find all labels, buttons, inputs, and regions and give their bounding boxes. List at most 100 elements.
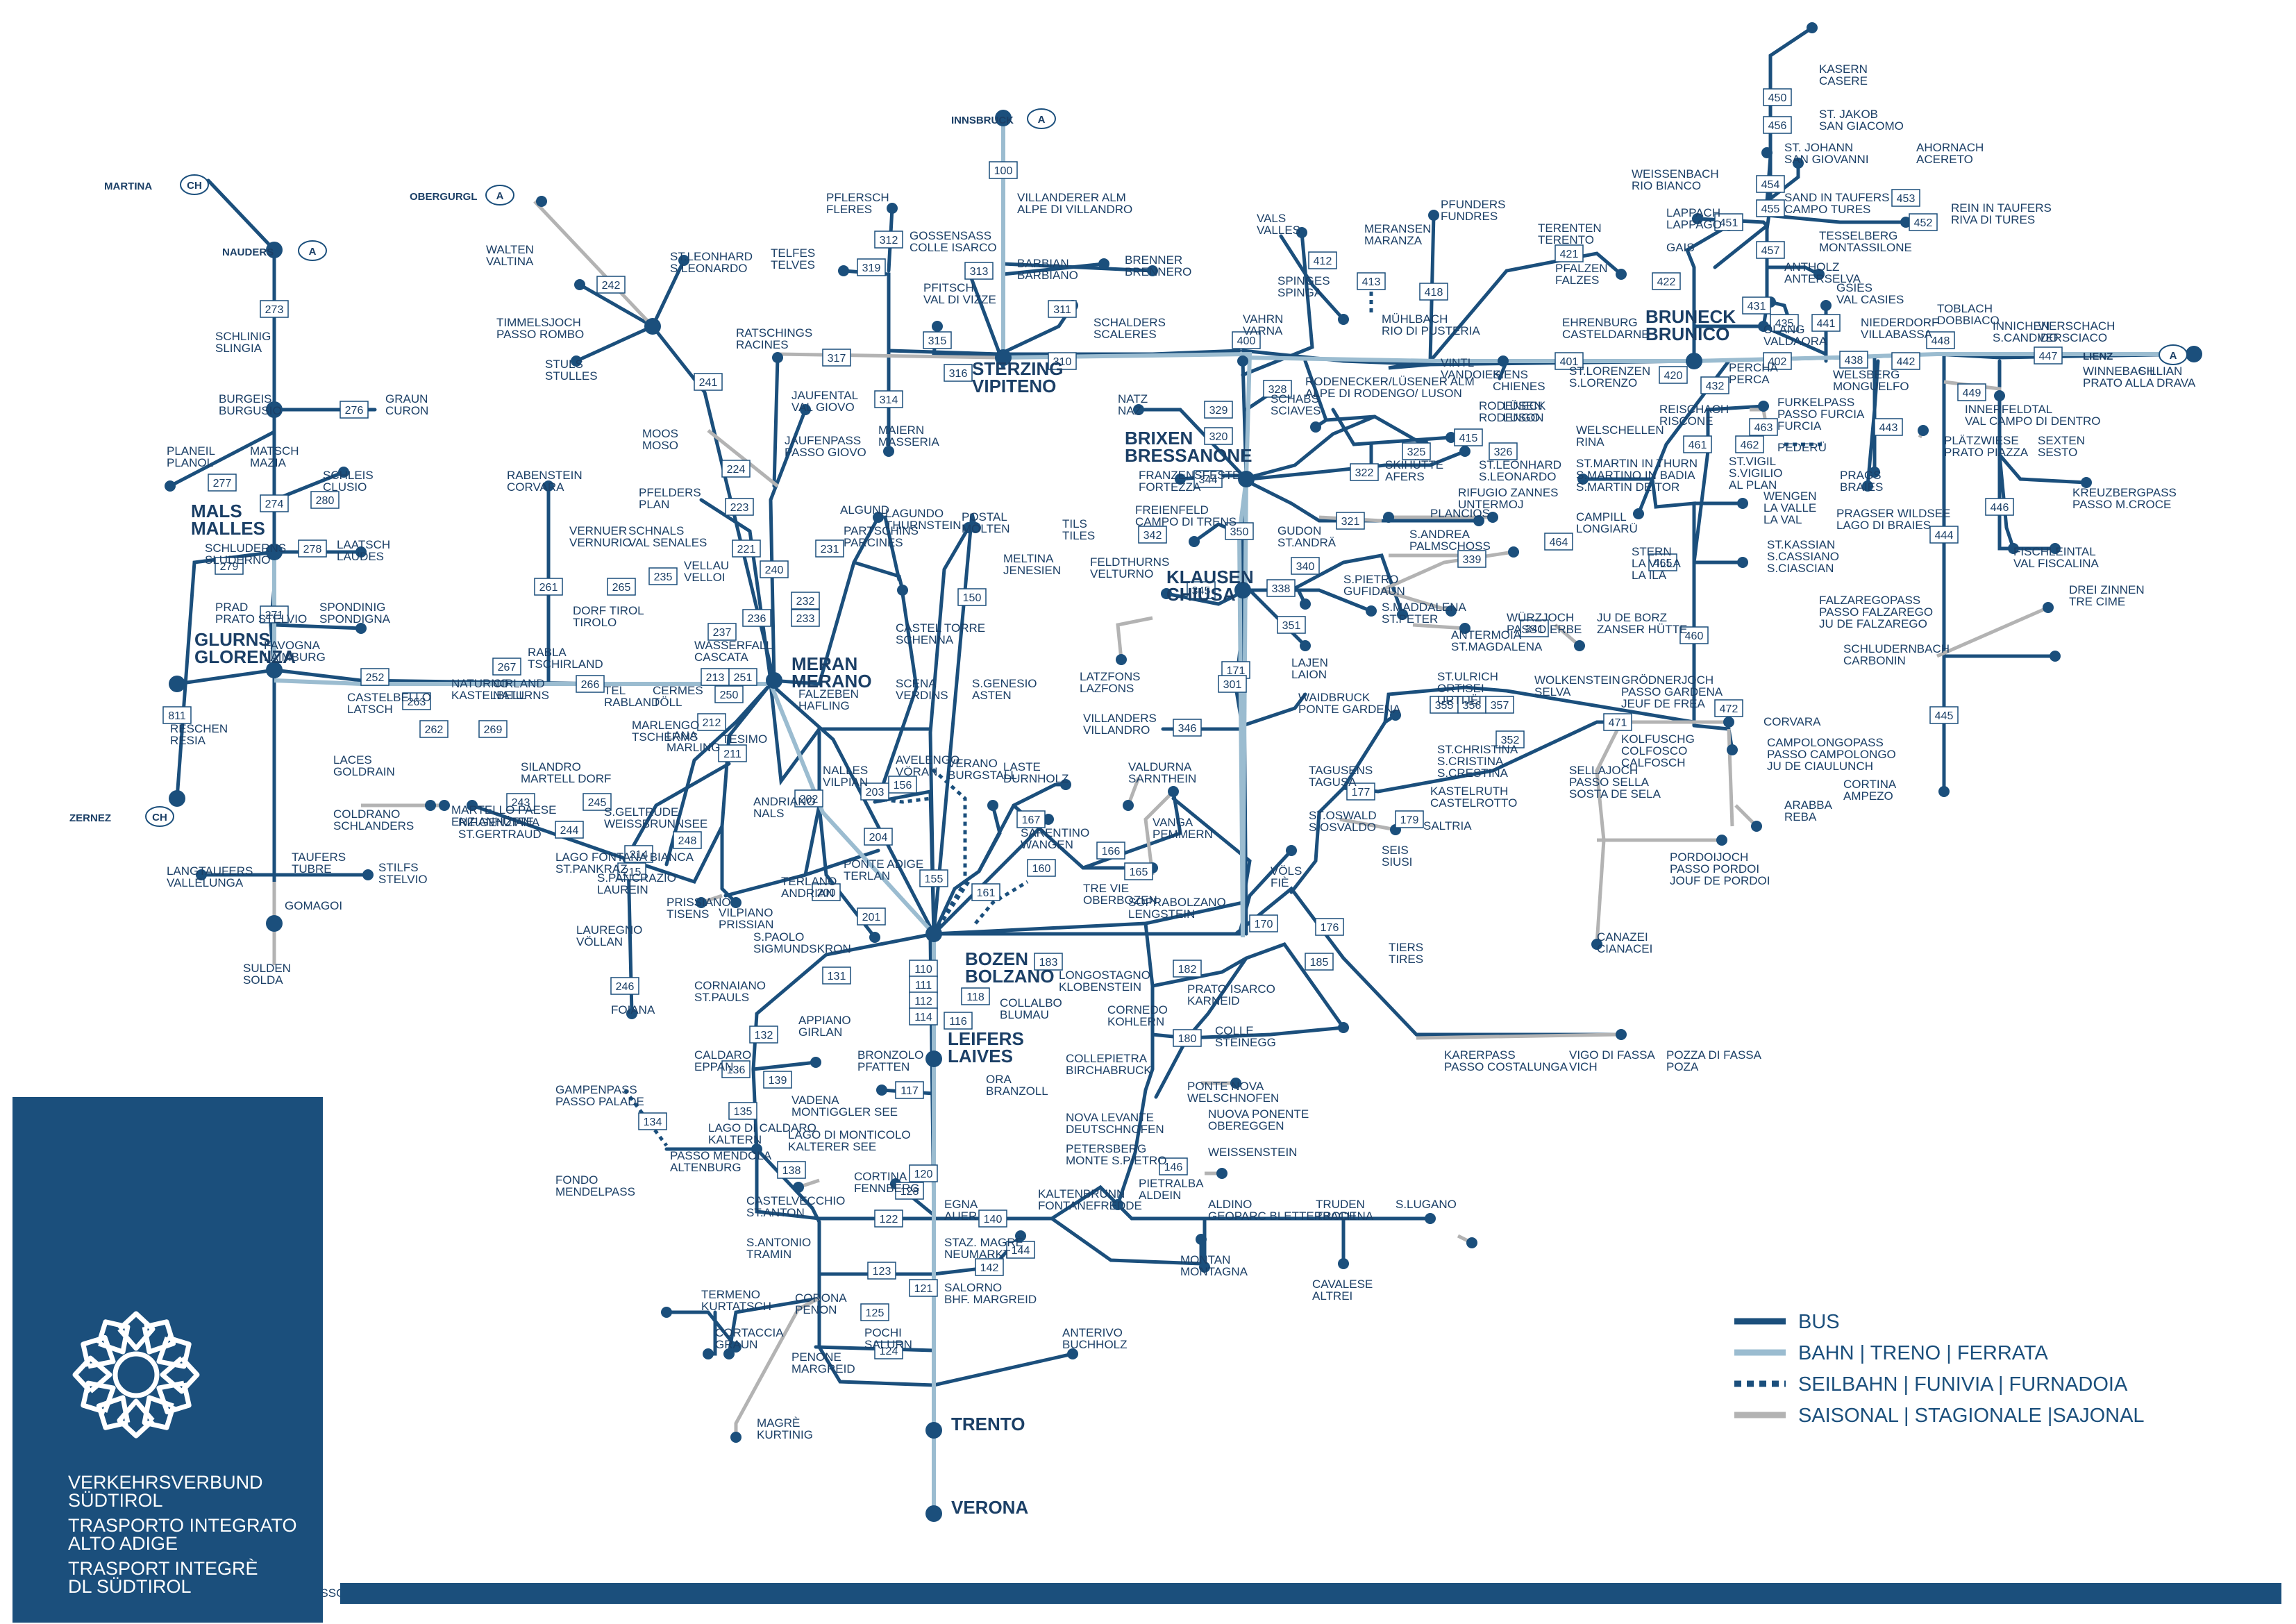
route-box: 462: [1735, 435, 1764, 453]
svg-text:438: 438: [1845, 355, 1863, 367]
place-label: GUDON: [1277, 524, 1321, 537]
place-label: ST.CHRISTINA: [1437, 743, 1518, 756]
svg-text:232: 232: [796, 596, 815, 608]
route-box: 132: [749, 1026, 778, 1044]
place-label: S.VIGILIO: [1729, 467, 1782, 480]
route-box: 443: [1874, 418, 1903, 436]
place-label: RODENECKER/LÜSENER ALM: [1305, 375, 1475, 388]
svg-text:183: 183: [1039, 957, 1058, 969]
stop: [2008, 543, 2019, 554]
stop: [1692, 213, 1703, 224]
svg-text:277: 277: [213, 478, 232, 489]
place-label: PLANOL: [167, 456, 213, 469]
stop: [1807, 22, 1818, 33]
route-box: 418: [1419, 283, 1448, 301]
stop: [1918, 425, 1929, 436]
svg-text:267: 267: [498, 662, 517, 673]
place-label: TERENTO: [1538, 233, 1594, 246]
stop: [1428, 210, 1439, 221]
place-label: LANGTAUFERS: [167, 864, 253, 878]
svg-text:273: 273: [265, 304, 284, 316]
svg-text:ZERNEZ: ZERNEZ: [69, 812, 111, 824]
place-label: LAATSCH: [337, 538, 390, 551]
stop: [169, 676, 185, 692]
place-label: VERSCIACO: [2038, 331, 2107, 344]
route-box: 200: [812, 883, 841, 901]
stop: [1216, 1168, 1227, 1179]
place-label: TEL: [604, 684, 626, 697]
place-label: ST. JAKOB: [1819, 108, 1878, 121]
stop: [1446, 605, 1457, 617]
svg-text:134: 134: [644, 1116, 662, 1128]
svg-text:352: 352: [1501, 735, 1520, 746]
hub-label: LEIFERS: [948, 1028, 1024, 1049]
route-box: 316: [944, 364, 973, 382]
place-label: CORNAIANO: [694, 979, 766, 992]
brand-name-de-1: VERKEHRSVERBUND: [68, 1472, 263, 1493]
place-label: FAVOGNA: [264, 639, 321, 652]
hub-label: BRUNICO: [1645, 324, 1729, 344]
place-label: VINTL: [1441, 356, 1474, 369]
place-label: CORVARA: [1763, 715, 1821, 728]
place-label: ST.VIGIL: [1729, 455, 1776, 468]
svg-text:251: 251: [734, 672, 753, 684]
place-label: SALURN: [864, 1338, 912, 1351]
stop: [1425, 1213, 1436, 1224]
place-label: SCHLUDERNBACH: [1843, 642, 1950, 655]
place-label: ORA: [986, 1073, 1012, 1086]
svg-text:155: 155: [925, 873, 944, 885]
svg-text:120: 120: [914, 1169, 933, 1180]
svg-text:315: 315: [928, 335, 947, 347]
stop: [869, 932, 880, 943]
place-label: SARNTHEIN: [1128, 772, 1196, 785]
place-label: TIROLO: [573, 616, 617, 629]
svg-text:338: 338: [1272, 583, 1291, 595]
route-box: 166: [1096, 842, 1125, 860]
stop: [1758, 401, 1769, 412]
place-label: S.GENESIO: [972, 677, 1037, 690]
stop: [810, 1057, 821, 1068]
place-label: RABLA: [528, 646, 567, 659]
place-label: FENNBERG: [854, 1182, 919, 1195]
place-label: COLLE: [1215, 1024, 1254, 1037]
place-label: PORDOIJOCH: [1670, 851, 1748, 864]
place-label: GSIES: [1836, 281, 1872, 294]
place-label: WANGEN: [1021, 838, 1073, 851]
route-box: 357: [1485, 696, 1514, 714]
stop: [1487, 512, 1498, 523]
svg-text:432: 432: [1706, 380, 1725, 392]
route-box: 344: [1193, 470, 1223, 488]
place-label: LONGOSTAGNO: [1059, 969, 1150, 982]
place-label: RODENGO: [1479, 411, 1540, 424]
svg-text:322: 322: [1355, 467, 1374, 479]
svg-text:413: 413: [1362, 276, 1381, 288]
svg-text:235: 235: [654, 571, 673, 583]
place-label: PFATTEN: [857, 1060, 910, 1073]
place-label: S.PAOLO: [753, 930, 804, 944]
stop: [995, 110, 1012, 126]
route-box: 322: [1350, 463, 1379, 481]
place-label: LAUDES: [337, 550, 384, 563]
place-label: LENGSTEIN: [1128, 907, 1195, 921]
place-label: TISENS: [667, 907, 709, 921]
hub-label: BOZEN: [965, 948, 1028, 969]
legend-bus-label: BUS: [1798, 1311, 1840, 1333]
place-label: GAIS: [1666, 241, 1695, 254]
place-label: PENON: [795, 1303, 837, 1316]
place-label: JU DE FALZAREGO: [1819, 617, 1927, 630]
place-label: JU DE CIAULUNCH: [1767, 760, 1873, 773]
route-box: 455: [1756, 199, 1785, 217]
place-label: PASSO MENDOLA: [670, 1149, 772, 1162]
place-label: KOLFUSCHG: [1621, 733, 1695, 746]
place-label: SOLDA: [243, 973, 283, 987]
place-label: S.LUGANO: [1396, 1198, 1457, 1211]
stop: [1994, 390, 2005, 401]
place-label: GRÖDNERJOCH: [1621, 673, 1713, 687]
stop: [838, 265, 849, 276]
place-label: CORTINA: [854, 1170, 907, 1183]
place-label: PRAGSER WILDSEE: [1836, 507, 1950, 520]
stop: [467, 800, 478, 811]
route-box: 142: [975, 1258, 1004, 1276]
place-label: PRISSIAN: [719, 918, 773, 931]
